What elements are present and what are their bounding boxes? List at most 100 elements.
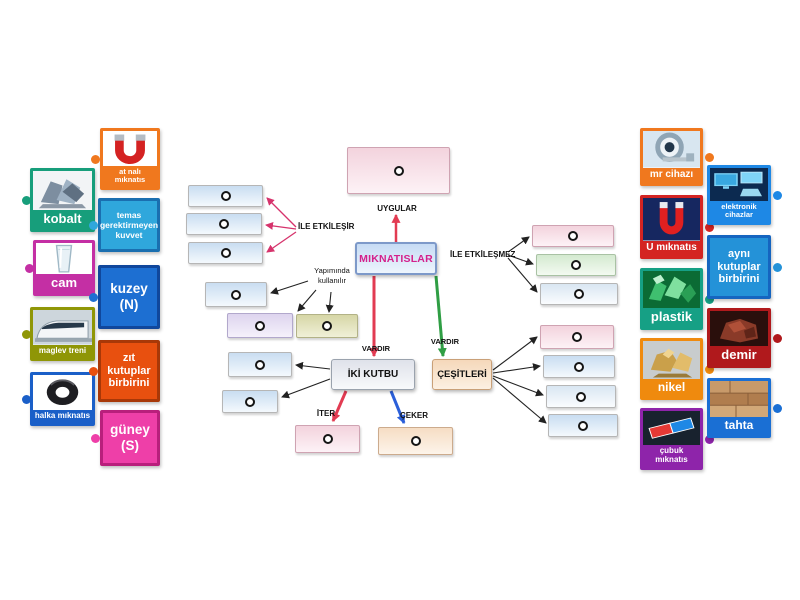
- mri-scanner-image: [643, 131, 700, 168]
- drop-zone-yapiminda-3[interactable]: [296, 314, 358, 338]
- target-circle: [220, 248, 231, 258]
- connector-dot: [22, 395, 31, 404]
- drop-zone-etkilesmez-1[interactable]: [532, 225, 614, 247]
- label-ceker: ÇEKER: [399, 411, 428, 420]
- card-tahta[interactable]: tahta: [707, 378, 771, 438]
- target-circle: [255, 359, 265, 370]
- target-circle: [574, 361, 584, 372]
- drop-zone-cesitleri-2[interactable]: [543, 355, 615, 378]
- connector-dot: [705, 365, 714, 374]
- card-cam-label: cam: [36, 274, 92, 293]
- label-yapiminda-kullanilir: Yapımında kullanılır: [314, 266, 350, 285]
- card-halka-miknatis[interactable]: halka mıknatıs: [30, 372, 95, 426]
- iron-mineral-image: [710, 311, 768, 347]
- cobalt-mineral-image: [33, 171, 92, 211]
- card-plastik-label: plastik: [643, 308, 700, 327]
- electronic-devices-image: [710, 168, 768, 202]
- connector-dot: [773, 191, 782, 200]
- card-u-miknatis[interactable]: U mıknatıs: [640, 195, 703, 259]
- card-maglev-treni[interactable]: maglev treni: [30, 307, 95, 361]
- card-elektronik-cihazlar-label: elektronik cihazlar: [710, 201, 768, 222]
- connector-dot: [773, 334, 782, 343]
- card-mr-cihazi-label: mr cihazı: [643, 167, 700, 183]
- label-vardir-left: VARDIR: [361, 344, 391, 353]
- card-ayni-kutuplar-birbirini[interactable]: aynı kutuplar birbirini: [707, 235, 771, 299]
- card-elektronik-cihazlar[interactable]: elektronik cihazlar: [707, 165, 771, 225]
- connector-dot: [773, 263, 782, 272]
- drop-zone-yapiminda-1[interactable]: [205, 282, 267, 307]
- target-circle: [322, 321, 332, 331]
- card-demir[interactable]: demir: [707, 308, 771, 368]
- card-zit-kutuplar-birbirini[interactable]: zıt kutuplar birbirini: [98, 340, 160, 402]
- drop-zone-kutup-1[interactable]: [228, 352, 292, 377]
- target-circle: [245, 396, 255, 407]
- plastic-pieces-image: [643, 271, 700, 309]
- connector-dot: [89, 293, 98, 302]
- node-iki-kutbu: İKİ KUTBU: [331, 359, 415, 390]
- label-uygular: UYGULAR: [377, 204, 417, 213]
- node-miknatislar: MIKNATISLAR: [355, 242, 437, 275]
- card-kobalt-label: kobalt: [33, 210, 92, 229]
- bar-magnet-image: [643, 411, 700, 446]
- card-at-nali-miknatis[interactable]: at nalı mıknatıs: [100, 128, 160, 190]
- target-circle: [571, 260, 581, 270]
- target-circle: [231, 289, 241, 300]
- target-circle: [393, 165, 404, 176]
- drinking-glass-image: [36, 243, 92, 275]
- connector-dot: [22, 330, 31, 339]
- card-cam[interactable]: cam: [33, 240, 95, 296]
- card-guney-s[interactable]: güney (S): [100, 410, 160, 466]
- drop-zone-etkilesmez-3[interactable]: [540, 283, 618, 305]
- target-circle: [576, 391, 586, 402]
- card-temas-gerektirmeyen-kuvvet[interactable]: temas gerektirmeyen kuvvet: [98, 198, 160, 252]
- drop-zone-etkilesmez-2[interactable]: [536, 254, 616, 276]
- drop-zone-iter[interactable]: [295, 425, 360, 453]
- card-demir-label: demir: [710, 346, 768, 365]
- card-kuzey-n[interactable]: kuzey (N): [98, 265, 160, 329]
- label-ile-etkilesmez: İLE ETKİLEŞMEZ: [450, 250, 516, 259]
- connector-dot: [91, 155, 100, 164]
- card-nikel[interactable]: nikel: [640, 338, 703, 400]
- target-circle: [255, 320, 265, 331]
- card-halka-miknatis-label: halka mıknatıs: [33, 409, 92, 423]
- drop-zone-uygular[interactable]: [347, 147, 450, 194]
- label-iter: İTER: [316, 409, 336, 418]
- connector-dot: [773, 404, 782, 413]
- target-circle: [568, 231, 578, 241]
- drop-zone-etkilesir-2[interactable]: [186, 213, 262, 235]
- connector-dot: [705, 223, 714, 232]
- connector-dot: [22, 196, 31, 205]
- drop-zone-kutup-2[interactable]: [222, 390, 278, 413]
- card-nikel-label: nikel: [643, 379, 700, 397]
- drop-zone-cesitleri-3[interactable]: [546, 385, 616, 408]
- target-circle: [219, 219, 229, 229]
- drop-zone-ceker[interactable]: [378, 427, 453, 455]
- card-plastik[interactable]: plastik: [640, 268, 703, 330]
- card-mr-cihazi[interactable]: mr cihazı: [640, 128, 703, 186]
- target-circle: [322, 434, 333, 444]
- card-kobalt[interactable]: kobalt: [30, 168, 95, 232]
- target-circle: [578, 420, 588, 431]
- drop-zone-etkilesir-1[interactable]: [188, 185, 263, 207]
- nickel-mineral-image: [643, 341, 700, 380]
- label-vardir-right: VARDIR: [430, 337, 460, 346]
- drop-zone-yapiminda-2[interactable]: [227, 313, 293, 338]
- card-u-miknatis-label: U mıknatıs: [643, 240, 700, 256]
- drop-zone-cesitleri-1[interactable]: [540, 325, 614, 349]
- wood-planks-image: [710, 381, 768, 418]
- target-circle: [572, 332, 582, 342]
- card-maglev-treni-label: maglev treni: [33, 344, 92, 358]
- drop-zone-etkilesir-3[interactable]: [188, 242, 263, 264]
- ring-magnet-image: [33, 375, 92, 410]
- card-cubuk-miknatis[interactable]: çubuk mıknatıs: [640, 408, 703, 470]
- connector-dot: [705, 153, 714, 162]
- label-ile-etkilesir: İLE ETKİLEŞİR: [298, 222, 355, 231]
- target-circle: [410, 436, 421, 446]
- connector-dot: [91, 434, 100, 443]
- connector-dot: [89, 367, 98, 376]
- target-circle: [220, 191, 231, 201]
- connector-dot: [705, 295, 714, 304]
- drop-zone-cesitleri-4[interactable]: [548, 414, 618, 437]
- card-tahta-label: tahta: [710, 417, 768, 435]
